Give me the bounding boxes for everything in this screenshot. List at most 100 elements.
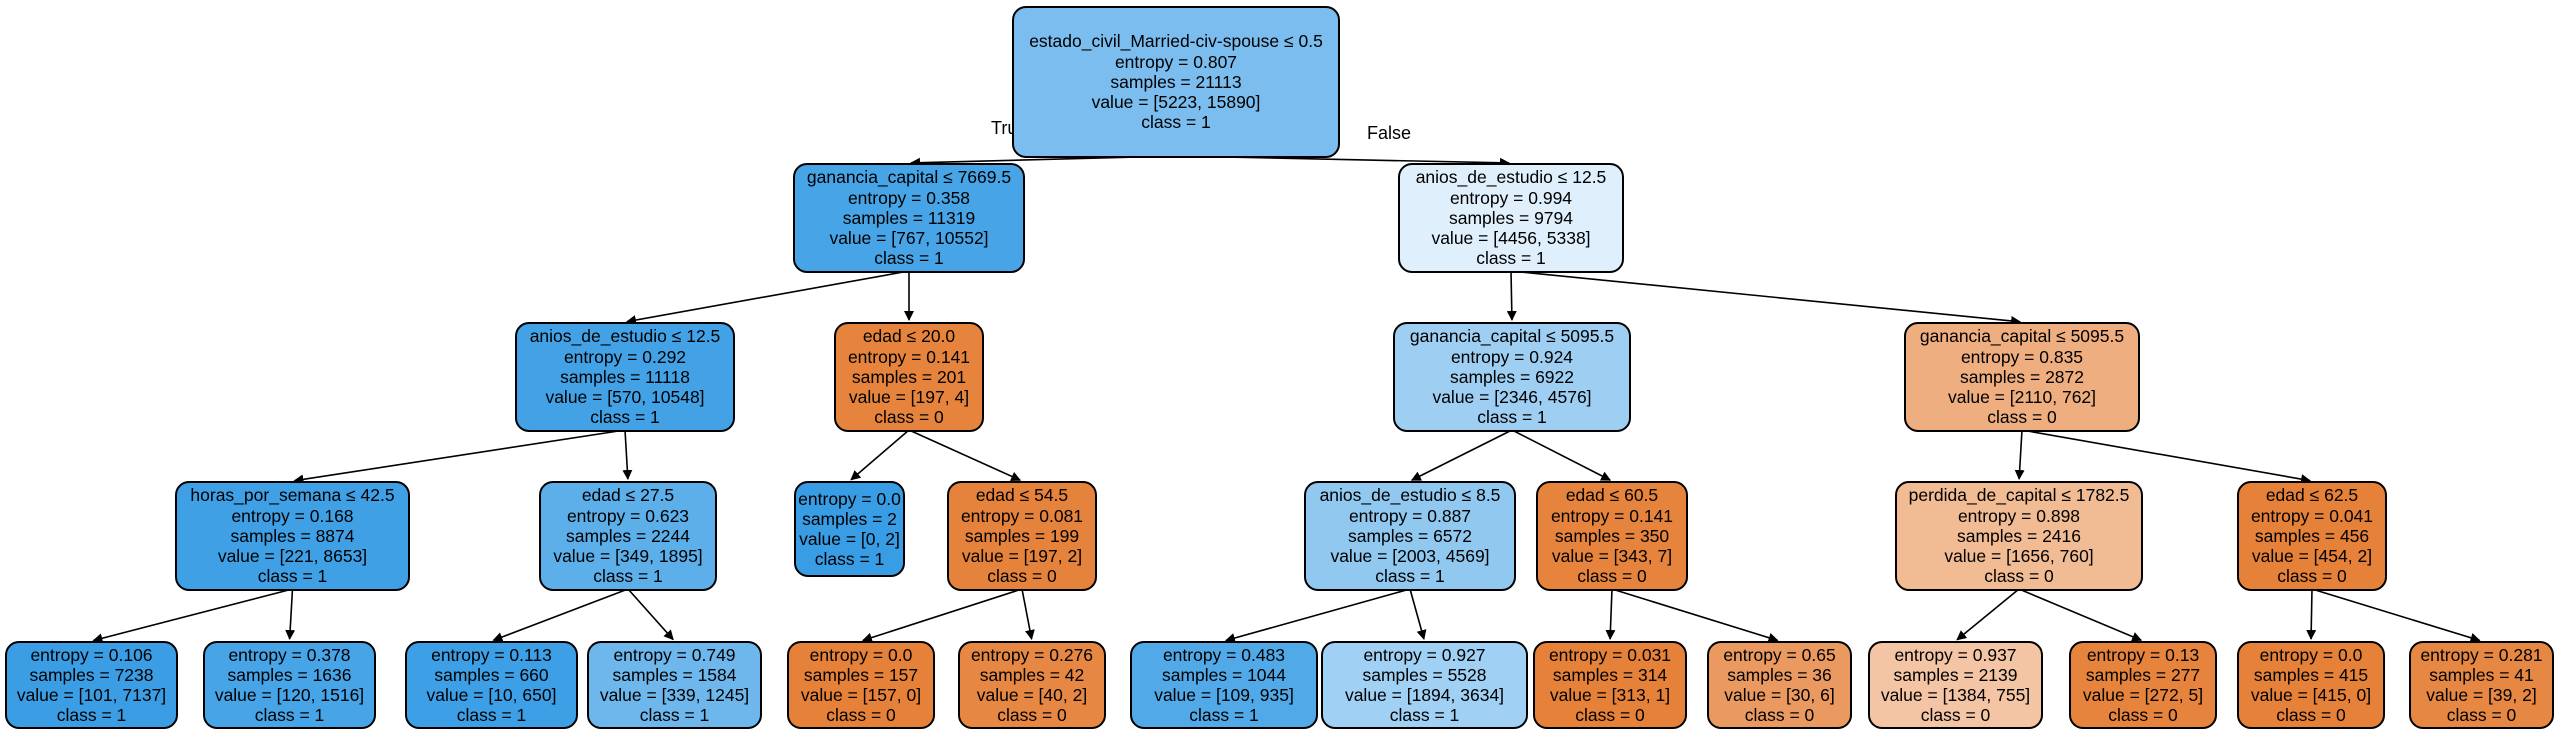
node-text-line: samples = 314 [1552,664,1668,685]
node-text-line: value = [767, 10552] [829,228,989,249]
node-text-line: estado_civil_Married-civ-spouse ≤ 0.5 [1029,31,1323,52]
node-text-line: class = 0 [2446,705,2517,726]
edge-n11-n21 [1224,588,1411,643]
node-text-line: class = 0 [1920,705,1991,726]
node-text-line: samples = 157 [803,664,919,685]
node-text-line: samples = 660 [434,664,549,685]
node-text-line: class = 1 [639,705,710,726]
node-text-line: samples = 11118 [560,366,690,387]
node-text-line: entropy = 0.378 [228,644,351,665]
node-text-line: class = 1 [590,407,660,428]
node-text-line: value = [415, 0] [2250,685,2372,705]
node-text-line: value = [1384, 755] [1880,685,2031,705]
node-text-line: entropy = 0.0 [2259,644,2363,665]
node-text-line: class = 0 [1577,566,1647,587]
node-text-line: class = 0 [1987,407,2057,428]
edge-n14-n28 [2311,588,2481,643]
node-text-line: samples = 5528 [1362,664,1487,685]
edge-n12-n23 [1605,588,1616,641]
edge-label-false: False [1367,123,1412,143]
node-text-line: value = [39, 2] [2426,685,2537,705]
node-text-line: class = 1 [1389,705,1460,726]
node-text-line: edad ≤ 20.0 [862,326,956,347]
node-text-line: entropy = 0.141 [1550,505,1674,526]
node-text-line: samples = 1584 [612,664,737,685]
node-text-line: class = 1 [814,549,885,570]
node-text-line: entropy = 0.749 [613,644,736,665]
node-text-line: entropy = 0.937 [1894,644,2017,665]
node-text-line: samples = 41 [2429,664,2534,685]
node-text-line: class = 0 [2277,566,2347,587]
node-text-line: perdida_de_capital ≤ 1782.5 [1908,485,2130,506]
node-text-line: value = [5223, 15890] [1091,92,1261,113]
node-text-line: value = [197, 4] [848,387,970,408]
node-text-line: entropy = 0.924 [1450,346,1574,367]
node-text-line: value = [272, 5] [2082,685,2204,705]
node-text-line: value = [2110, 762] [1947,387,2097,408]
edge-n1-n3 [625,270,910,325]
edge-n13-n26 [2018,588,2143,642]
node-text-line: class = 1 [456,705,527,726]
node-text-line: value = [343, 7] [1551,546,1673,567]
node-text-line: value = [30, 6] [1724,685,1835,705]
edge-n13-n25 [1956,588,2020,641]
node-text-line: class = 1 [1477,407,1547,428]
node-text-line: entropy = 0.65 [1723,644,1836,665]
node-text-line: ganancia_capital ≤ 5095.5 [1919,326,2125,347]
node-text-line: class = 0 [874,407,944,428]
node-text-line: samples = 42 [979,664,1085,685]
node-text-line: entropy = 0.106 [30,644,153,665]
node-text-line: entropy = 0.081 [960,505,1084,526]
node-text-line: value = [339, 1245] [599,685,750,705]
node-text-line: entropy = 0.141 [847,346,971,367]
node-text-line: value = [570, 10548] [545,387,705,408]
node-text-line: edad ≤ 54.5 [975,485,1069,506]
node-text-line: value = [101, 7137] [16,685,167,705]
edge-n4-n10 [908,429,1022,482]
edge-n11-n22 [1409,588,1427,641]
edge-n8-n18 [627,588,674,641]
node-text-line: samples = 201 [851,366,967,387]
node-text-line: class = 1 [1375,566,1445,587]
node-text-line: entropy = 0.276 [970,644,1094,665]
node-text-line: entropy = 0.13 [2086,644,2200,665]
node-text-line: entropy = 0.483 [1162,644,1286,665]
node-text-line: class = 1 [1141,112,1211,133]
node-text-line: samples = 199 [964,525,1080,546]
node-text-line: entropy = 0.807 [1114,51,1238,72]
node-text-line: value = [313, 1] [1549,685,1671,705]
node-text-line: ganancia_capital ≤ 5095.5 [1409,326,1615,347]
node-text-line: class = 0 [826,705,896,726]
node-text-line: value = [109, 935] [1154,685,1294,705]
node-text-line: edad ≤ 60.5 [1565,485,1659,506]
edge-n10-n19 [861,588,1023,643]
node-text-line: value = [1656, 760] [1944,546,2094,567]
node-text-line: samples = 8874 [230,525,355,546]
node-text-line: class = 1 [1189,705,1259,726]
edge-n2-n6 [1510,270,2022,326]
edge-n3-n7 [293,429,626,485]
node-text-line: entropy = 0.887 [1348,505,1472,526]
node-text-line: class = 0 [2276,705,2346,726]
node-text-line: value = [221, 8653] [217,546,368,567]
node-text-line: value = [454, 2] [2251,546,2373,567]
node-text-line: entropy = 0.994 [1449,187,1573,208]
node-text-line: value = [10, 650] [426,685,557,705]
node-text-line: class = 0 [1575,705,1645,726]
node-text-line: class = 1 [254,705,325,726]
